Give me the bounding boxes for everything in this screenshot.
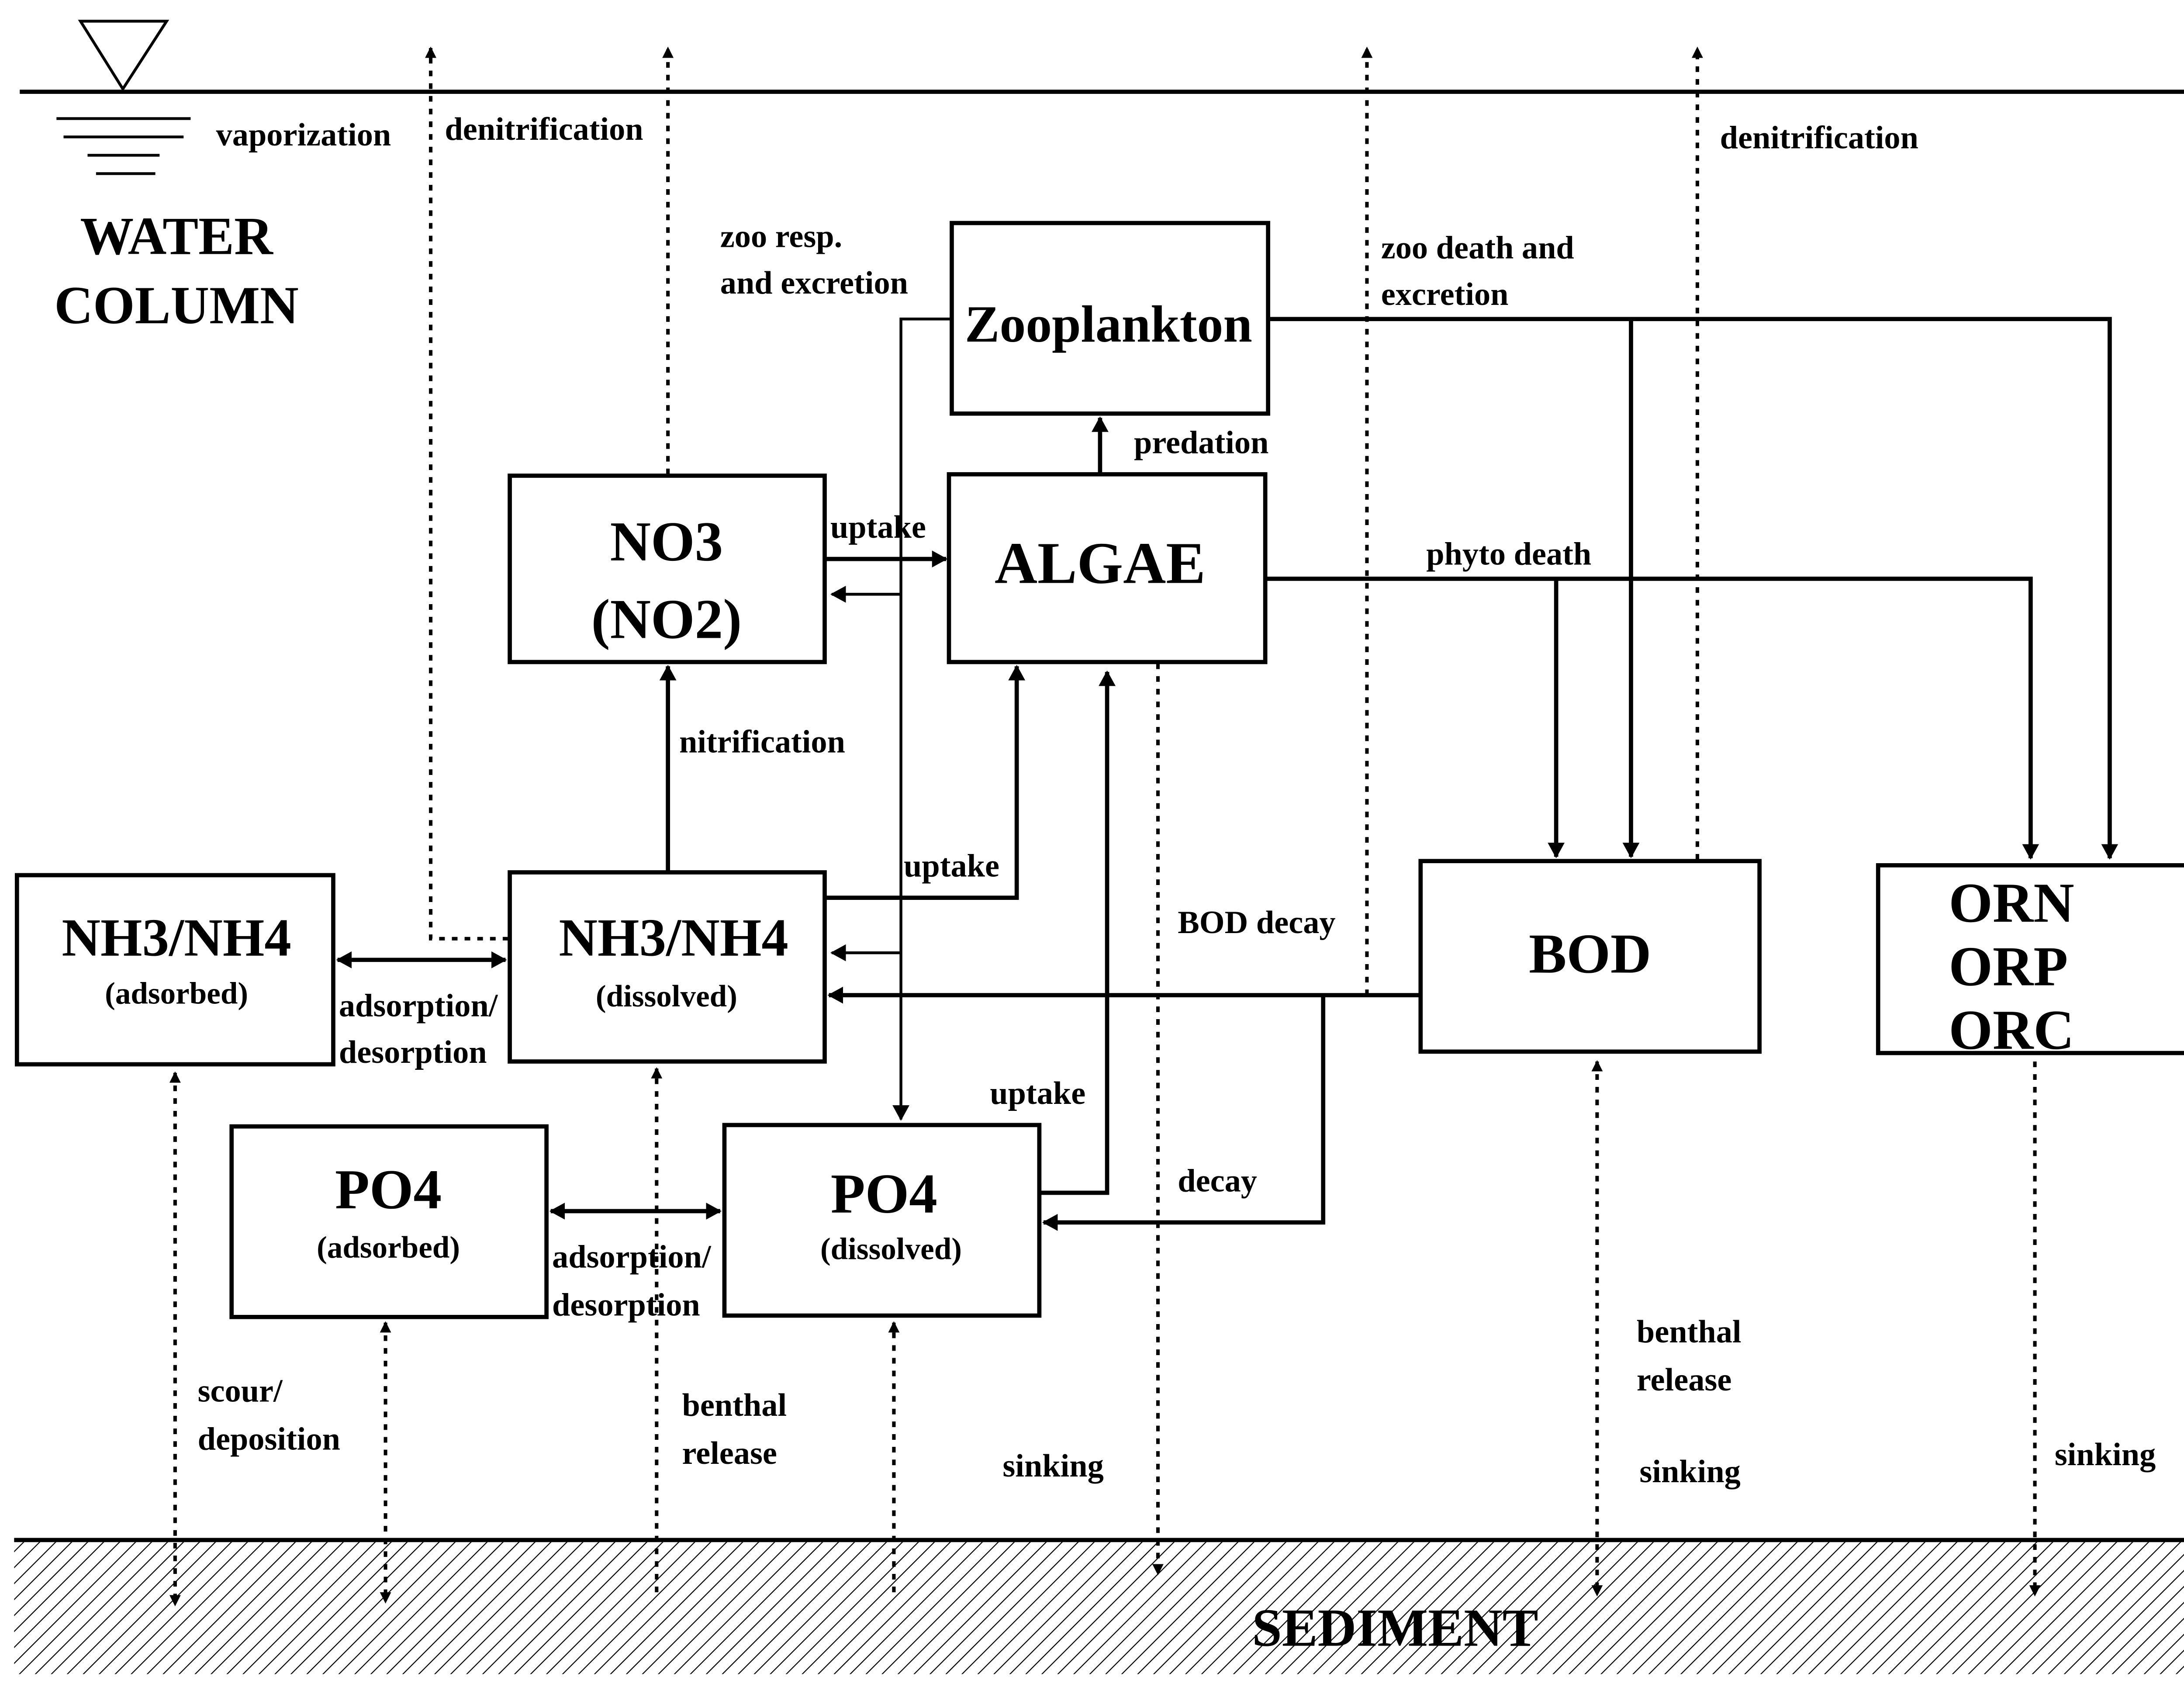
benthal-release-label: benthal — [682, 1387, 787, 1423]
nh3-uptake-arrow — [825, 664, 1026, 900]
svg-text:(dissolved): (dissolved) — [820, 1232, 962, 1266]
po4-dissolved-box: PO4 (dissolved) — [722, 1123, 1042, 1318]
bod-decay-to-po4-arrow — [1042, 995, 1326, 1231]
svg-text:(adsorbed): (adsorbed) — [105, 977, 248, 1011]
scour-label: deposition — [198, 1421, 340, 1457]
bod-decay-label: BOD decay — [1178, 905, 1335, 941]
svg-text:ALGAE: ALGAE — [995, 531, 1206, 596]
adsorption-label: desorption — [552, 1287, 700, 1323]
svg-text:(adsorbed): (adsorbed) — [317, 1231, 460, 1265]
nh3-dissolved-box: NH3/NH4 (dissolved) — [508, 870, 827, 1064]
scour-label: scour/ — [198, 1373, 283, 1409]
phyto-death-line — [1265, 577, 2039, 860]
svg-text:NO3: NO3 — [610, 510, 723, 573]
nh3-adsorbed-box: NH3/NH4 (adsorbed) — [14, 873, 335, 1067]
zoo-resp-label: zoo resp. — [720, 219, 842, 255]
nitrification-label: nitrification — [679, 724, 845, 760]
benthal-release-label: benthal — [1637, 1314, 1742, 1350]
svg-text:(dissolved): (dissolved) — [596, 979, 737, 1013]
svg-text:ORP: ORP — [1949, 935, 2068, 998]
denitrification-flux-arrow — [425, 46, 508, 941]
phyto-death-label: phyto death — [1426, 536, 1591, 572]
water-column-label: WATER — [80, 207, 273, 266]
denitrification-label: denitrification — [1720, 120, 1918, 156]
sinking-label: sinking — [1639, 1454, 1740, 1490]
predation-label: predation — [1134, 425, 1268, 460]
svg-text:PO4: PO4 — [831, 1162, 937, 1225]
zoo-resp-label: and excretion — [720, 265, 908, 301]
denitrification-label: denitrification — [445, 111, 643, 147]
benthal-release-label: release — [682, 1435, 777, 1471]
sinking-label: sinking — [2055, 1437, 2156, 1473]
sediment-label: SEDIMENT — [1252, 1598, 1538, 1658]
svg-text:BOD: BOD — [1529, 922, 1651, 985]
zoo-resp-line — [892, 318, 952, 1121]
uptake-label: uptake — [990, 1075, 1085, 1111]
algae-box: ALGAE — [947, 472, 1268, 664]
svg-text:PO4: PO4 — [335, 1158, 442, 1221]
zoo-death-line — [1268, 317, 2118, 860]
svg-text:(NO2): (NO2) — [591, 588, 742, 650]
po4-adsorbed-box: PO4 (adsorbed) — [229, 1124, 549, 1319]
po4-uptake-arrow — [1039, 670, 1116, 1195]
decay-label: decay — [1178, 1163, 1257, 1199]
vaporization-label: vaporization — [216, 117, 391, 153]
sinking-label: sinking — [1002, 1448, 1103, 1484]
adsorption-label: desorption — [339, 1034, 487, 1070]
svg-text:NH3/NH4: NH3/NH4 — [62, 908, 291, 968]
adsorption-label: adsorption/ — [552, 1239, 712, 1275]
uptake-label: uptake — [904, 848, 999, 884]
uptake-label: uptake — [830, 509, 926, 545]
water-level-triangle-icon — [78, 20, 169, 92]
sediment-layer — [14, 1540, 2184, 1674]
svg-text:Zooplankton: Zooplankton — [965, 295, 1252, 353]
adsorption-label: adsorption/ — [339, 988, 498, 1024]
svg-text:ORC: ORC — [1949, 999, 2074, 1061]
organics-box: ORN ORP ORC — [1876, 863, 2184, 1061]
no3-box: NO3 (NO2) — [508, 474, 827, 664]
zoo-death-label: zoo death and — [1381, 230, 1574, 266]
water-column-label: COLUMN — [54, 276, 299, 335]
svg-text:ORN: ORN — [1949, 871, 2074, 934]
bod-box: BOD — [1418, 859, 1762, 1054]
zooplankton-box: Zooplankton — [950, 221, 1270, 416]
water-level-lines-icon — [56, 117, 191, 175]
zoo-death-label: excretion — [1381, 277, 1509, 312]
svg-text:NH3/NH4: NH3/NH4 — [559, 908, 788, 968]
benthal-release-label: release — [1637, 1362, 1731, 1398]
